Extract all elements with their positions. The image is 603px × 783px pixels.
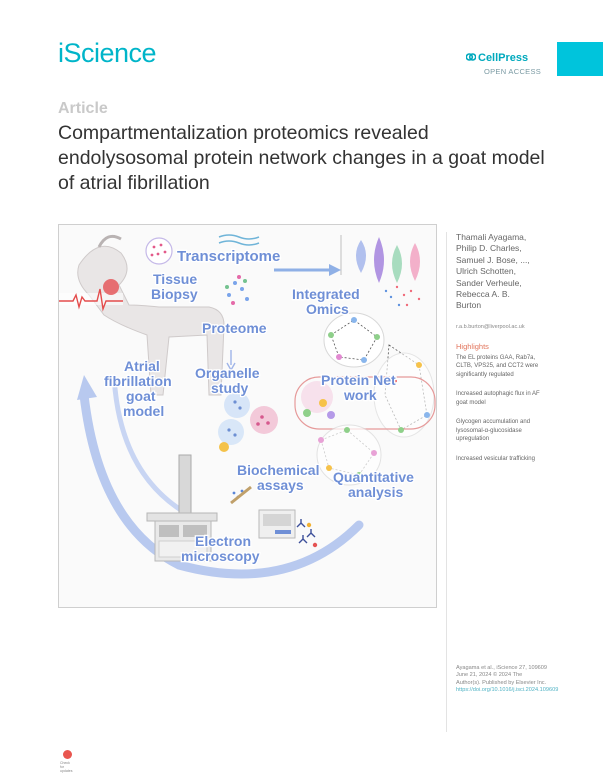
label-microscopy: microscopy: [181, 548, 260, 564]
violin-plot: [340, 235, 420, 283]
highlights-heading: Highlights: [456, 341, 489, 351]
cellpress-logo-icon: [466, 53, 476, 61]
badge-line-2: updates: [60, 769, 73, 773]
graphical-abstract-art: Transcriptome Tissue Biopsy Proteome Int…: [59, 234, 436, 579]
label-protein-net: Protein Net: [321, 372, 396, 388]
goat-illustration: [59, 234, 225, 396]
publication-date: June 21, 2024 © 2024 The Author(s). Publ…: [456, 672, 547, 686]
label-biopsy: Biopsy: [151, 286, 198, 302]
article-type: Article: [58, 100, 108, 117]
highlight-item: Increased vesicular trafficking: [456, 455, 535, 462]
citation-block: Ayagama et al., iScience 27, 109609 June…: [456, 665, 559, 695]
journal-tab: [557, 42, 603, 76]
label-transcriptome: Transcriptome: [177, 248, 280, 265]
label-goat: goat: [126, 388, 156, 404]
label-proteome: Proteome: [202, 320, 267, 336]
author[interactable]: Philip D. Charles,: [456, 243, 522, 254]
badge-line-1: Check for: [60, 761, 70, 769]
author-list: Thamali Ayagama, Philip D. Charles, Samu…: [456, 232, 546, 312]
label-analysis: analysis: [348, 484, 403, 500]
label-tissue: Tissue: [153, 271, 197, 287]
label-study: study: [211, 380, 249, 396]
organelle-illustration: [218, 350, 278, 452]
author[interactable]: Sander Verheule,: [456, 277, 522, 288]
plate-reader-illustration: [230, 485, 318, 548]
label-quantitative: Quantitative: [333, 469, 414, 485]
publisher-name: CellPress: [478, 52, 529, 64]
update-badge-icon: [63, 750, 72, 759]
article-sidebar: Thamali Ayagama, Philip D. Charles, Samu…: [446, 232, 559, 732]
journal-name: iScience: [58, 38, 157, 68]
label-organelle: Organelle: [195, 365, 260, 381]
label-fibrillation: fibrillation: [104, 373, 172, 389]
label-work: work: [343, 387, 377, 403]
author[interactable]: Burton: [456, 300, 482, 311]
check-for-updates-badge[interactable]: Check for updates: [60, 750, 74, 773]
author[interactable]: Samuel J. Bose, ...,: [456, 254, 530, 265]
graphical-abstract: Transcriptome Tissue Biopsy Proteome Int…: [58, 224, 437, 608]
publisher-logo[interactable]: CellPress OPEN ACCESS: [466, 52, 550, 78]
author[interactable]: Ulrich Schotten,: [456, 266, 516, 277]
label-integrated: Integrated: [292, 286, 360, 302]
author[interactable]: Thamali Ayagama,: [456, 232, 527, 242]
label-assays: assays: [257, 477, 304, 493]
highlight-item: Glycogen accumulation and lysosomal-α-gl…: [456, 419, 531, 443]
label-atrial: Atrial: [124, 358, 160, 374]
label-omics: Omics: [306, 301, 349, 317]
label-model: model: [123, 403, 164, 419]
author[interactable]: Rebecca A. B.: [456, 289, 510, 300]
open-access-label: OPEN ACCESS: [484, 67, 542, 76]
citation: Ayagama et al., iScience 27, 109609: [456, 665, 548, 671]
doi-link[interactable]: https://doi.org/10.1016/j.isci.2024.1096…: [456, 687, 559, 694]
article-title: Compartmentalization proteomics revealed…: [58, 122, 545, 194]
network-diagram: [294, 312, 436, 486]
electron-microscope-illustration: [146, 454, 218, 562]
label-biochemical: Biochemical: [237, 462, 319, 478]
highlight-item: Increased autophagic flux in AF goat mod…: [456, 391, 540, 406]
correspondence-email[interactable]: r.a.b.burton@liverpool.ac.uk: [456, 323, 525, 330]
label-electron: Electron: [195, 533, 251, 549]
highlight-item: The EL proteins GAA, Rab7a, CLTB, VPS25,…: [456, 354, 539, 378]
